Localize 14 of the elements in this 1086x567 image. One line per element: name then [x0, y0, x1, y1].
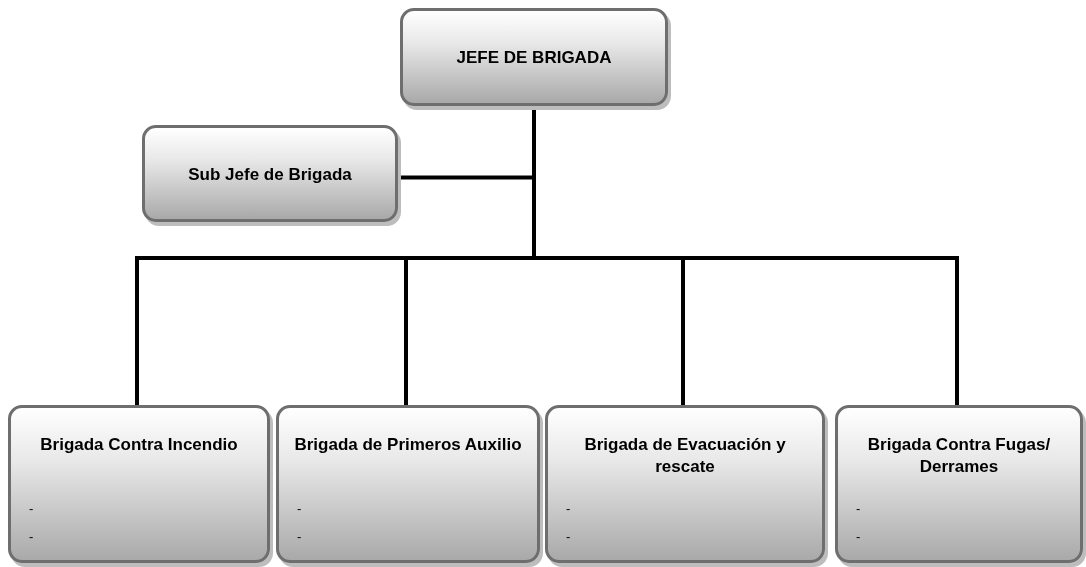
- bullet-dash: -: [297, 530, 302, 544]
- bullet-dash: -: [29, 502, 34, 516]
- bullet-dash: -: [297, 502, 302, 516]
- bullet-dash: -: [856, 530, 861, 544]
- box-title: Brigada Contra Incendio: [39, 434, 239, 456]
- bullet-dash: -: [566, 502, 571, 516]
- bullet-dash: -: [566, 530, 571, 544]
- box-title: Sub Jefe de Brigada: [187, 164, 353, 186]
- box-title: Brigada de Primeros Auxilio: [293, 434, 523, 456]
- box-title: Brigada Contra Fugas/ Derrames: [866, 434, 1052, 478]
- box-title: Brigada de Evacuación y rescate: [583, 434, 787, 478]
- bullet-dash: -: [29, 530, 34, 544]
- bullet-dash: -: [856, 502, 861, 516]
- box-title: JEFE DE BRIGADA: [455, 47, 613, 69]
